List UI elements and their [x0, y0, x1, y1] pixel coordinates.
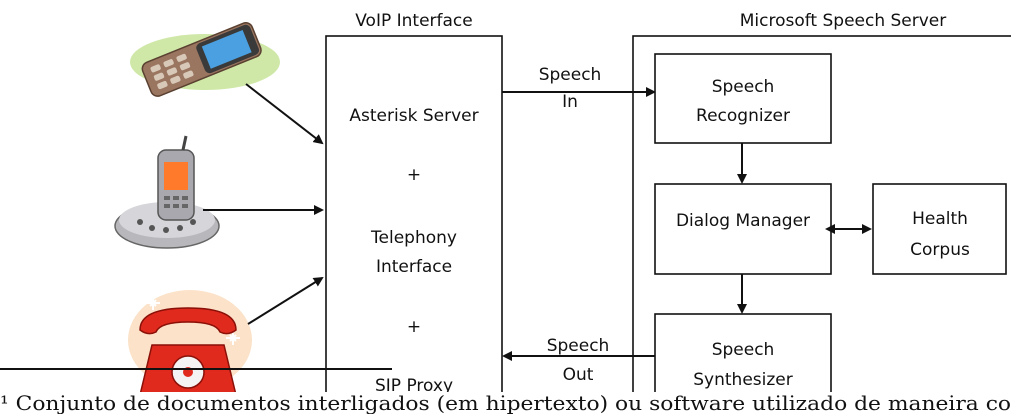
landline-phone-icon [128, 290, 252, 396]
voip-line-telephony: Telephony [370, 228, 457, 248]
speech-synthesizer-box [654, 313, 832, 403]
speech-out-label-2: Out [563, 365, 594, 385]
recognizer-label-2: Recognizer [696, 106, 790, 126]
footnote-text: ¹ Conjunto de documentos interligados (e… [0, 391, 1011, 414]
voip-line-plus-1: + [407, 165, 421, 185]
health-corpus-label-1: Health [912, 209, 968, 229]
health-corpus-box [872, 183, 1007, 275]
recognizer-label-1: Speech [712, 77, 775, 97]
voip-line-interface: Interface [376, 257, 452, 277]
arrow-landline-to-voip [247, 276, 324, 325]
arrow-mobile-to-voip [245, 83, 324, 145]
voip-line-asterisk: Asterisk Server [349, 106, 478, 126]
mss-title: Microsoft Speech Server [740, 11, 947, 31]
voip-title: VoIP Interface [355, 11, 473, 31]
speech-recognizer-box [654, 53, 832, 144]
footnote-rule [0, 368, 392, 370]
speech-out-label-1: Speech [547, 336, 610, 356]
mobile-phone-icon [130, 22, 280, 97]
health-corpus-label-2: Corpus [910, 240, 970, 260]
synthesizer-label-2: Synthesizer [693, 370, 792, 390]
cordless-phone-icon [114, 135, 220, 249]
voip-line-sip-proxy: SIP Proxy [375, 376, 453, 396]
voip-line-plus-2: + [407, 317, 421, 337]
synthesizer-label-1: Speech [712, 340, 775, 360]
speech-in-label-1: Speech [539, 65, 602, 85]
voip-interface-box [325, 35, 503, 414]
dialog-manager-label: Dialog Manager [676, 211, 810, 231]
speech-in-label-2: In [562, 92, 578, 112]
